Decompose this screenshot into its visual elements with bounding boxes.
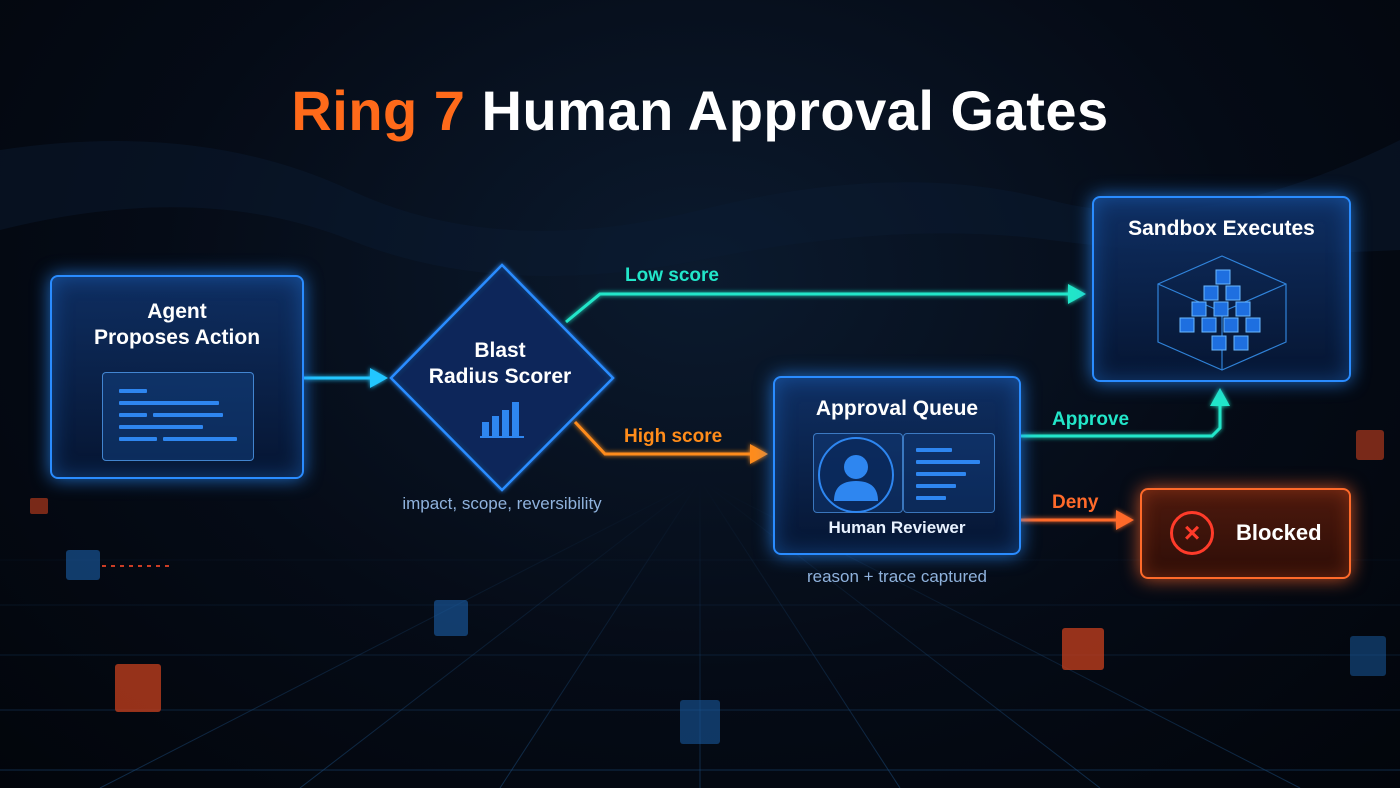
- edge-label-deny: Deny: [1052, 492, 1099, 513]
- edge-deny: [1021, 510, 1134, 530]
- reviewer-panel: [813, 433, 903, 513]
- user-icon: [818, 437, 894, 513]
- agent-node: Agent Proposes Action: [50, 275, 304, 479]
- queue-caption: reason + trace captured: [806, 567, 988, 586]
- queue-label: Approval Queue: [815, 397, 979, 420]
- blocked-label: Blocked: [1236, 520, 1322, 545]
- reviewer-label: Human Reviewer: [828, 518, 966, 537]
- blocked-node: × Blocked: [1140, 488, 1351, 579]
- scorer-label-line1: Blast: [474, 339, 526, 362]
- scorer-caption: impact, scope, reversibility: [402, 494, 602, 513]
- dotted-wave: [0, 140, 1400, 276]
- agent-label-line2: Proposes Action: [93, 326, 261, 349]
- approval-queue-node: Approval Queue Human Reviewer: [773, 376, 1021, 555]
- floating-cubes: [30, 430, 1386, 744]
- edge-approve: [1021, 388, 1230, 438]
- document-lines-icon: [102, 372, 254, 461]
- edge-label-approve: Approve: [1052, 409, 1130, 430]
- edge-high-score: [573, 420, 768, 464]
- page-title: Ring 7 Human Approval Gates: [0, 78, 1400, 143]
- agent-label: Agent Proposes Action: [52, 299, 302, 351]
- edge-label-high-score: High score: [624, 426, 723, 447]
- edge-label-low-score: Low score: [625, 265, 719, 286]
- edge-agent-to-scorer: [304, 368, 388, 388]
- agent-label-line1: Agent: [147, 300, 207, 323]
- sandbox-label: Sandbox Executes: [1128, 217, 1315, 240]
- scorer-label: Blast Radius Scorer: [400, 338, 600, 390]
- edge-low-score: [565, 284, 1086, 324]
- x-circle-icon: ×: [1170, 511, 1214, 555]
- bar-chart-icon: [480, 402, 524, 438]
- sandbox-node: Sandbox Executes: [1092, 196, 1351, 382]
- blast-radius-diamond: [389, 263, 615, 492]
- title-accent: Ring 7: [291, 79, 466, 142]
- floor-grid: [0, 479, 1400, 788]
- scorer-label-line2: Radius Scorer: [428, 365, 572, 388]
- cube-stack-icon: [1157, 255, 1287, 371]
- title-rest: Human Approval Gates: [481, 79, 1109, 142]
- list-lines-icon: [903, 433, 995, 513]
